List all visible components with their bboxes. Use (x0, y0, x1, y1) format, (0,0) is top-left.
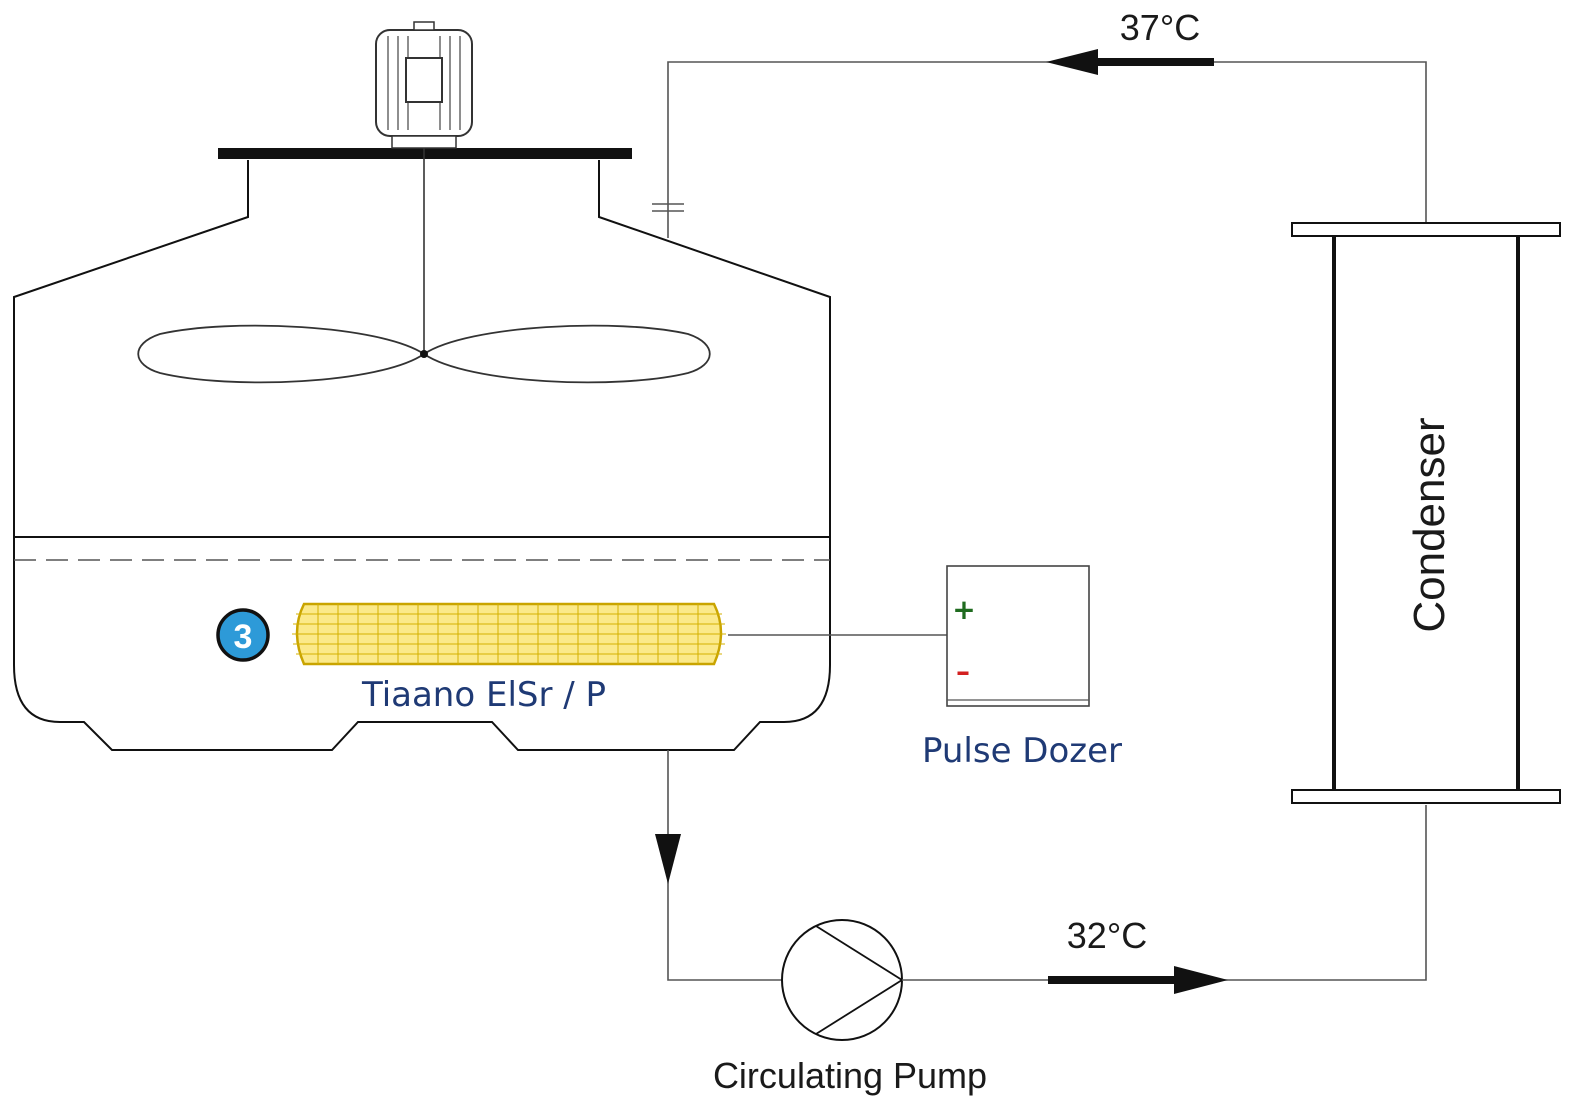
condenser-bottom-flange (1291, 789, 1561, 804)
cooling-tower (13, 148, 831, 751)
condenser-label: Condenser (1405, 417, 1454, 632)
electrode-icon (292, 602, 726, 666)
marker-number: 3 (234, 618, 253, 656)
top-temperature-label: 37°C (1120, 7, 1200, 48)
arrow-icon (655, 834, 681, 884)
condenser-top-flange (1291, 222, 1561, 237)
arrow-icon (1046, 49, 1214, 75)
condenser-unit (1291, 222, 1561, 804)
pump-label: Circulating Pump (713, 1055, 987, 1096)
return-pipe (667, 61, 1427, 238)
arrow-icon (1048, 966, 1228, 994)
motor-icon (375, 21, 473, 149)
pulse-dozer-label: Pulse Dozer (922, 731, 1122, 771)
fan-blade-icon (137, 324, 711, 384)
outlet-pipe (667, 750, 782, 981)
bottom-temperature-label: 32°C (1067, 915, 1147, 956)
plus-terminal: + (952, 593, 975, 626)
marker-badge: 3 (216, 608, 270, 662)
minus-terminal: – (956, 655, 970, 688)
pump-icon (781, 919, 903, 1041)
supply-pipe (902, 805, 1427, 981)
tower-body (13, 160, 831, 751)
tower-top-plate (218, 148, 632, 159)
electrode-label: Tiaano ElSr / P (361, 675, 606, 715)
pulse-dozer-box: + – (946, 565, 1090, 707)
